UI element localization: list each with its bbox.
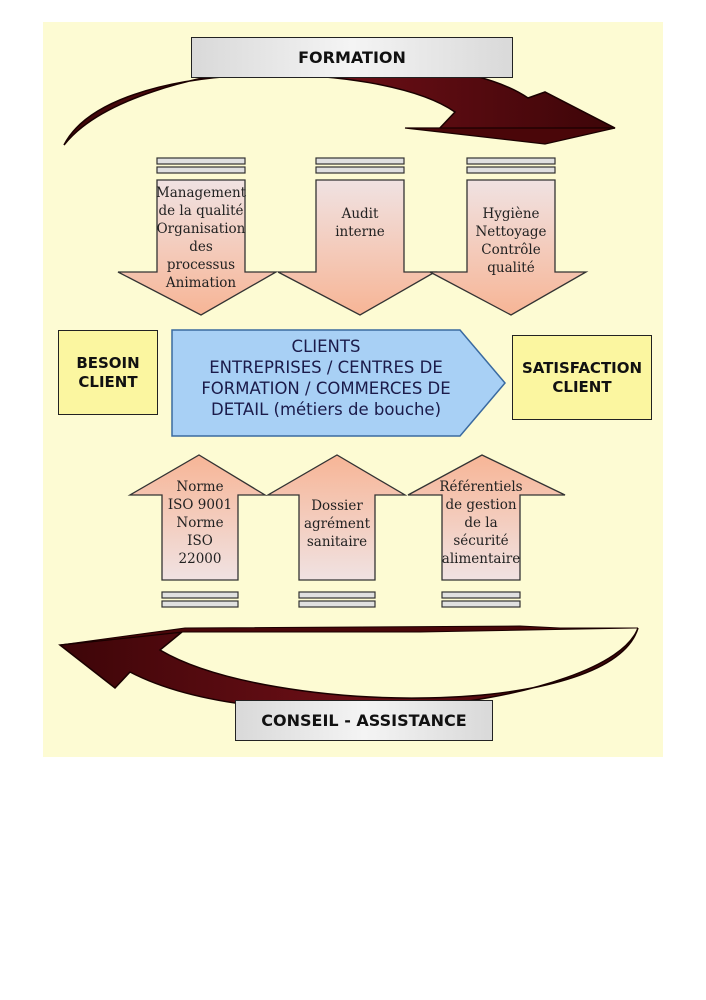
text-line: Management: [155, 185, 247, 201]
up-arrow-stripes: [161, 591, 521, 608]
up-arrow-shape: [127, 454, 268, 581]
top-curved-arrow-lip: [404, 127, 616, 145]
up-arrow-shape: [265, 454, 408, 581]
text-line: Dossier: [311, 498, 363, 514]
text-line: Référentiels: [439, 479, 523, 495]
text-line: de gestion: [445, 497, 517, 513]
text-line: des: [189, 239, 213, 255]
text-line: Norme: [176, 515, 224, 531]
text-line: de la: [464, 515, 498, 531]
text-line: sécurité: [453, 533, 509, 549]
text-line: ISO 9001: [167, 497, 233, 513]
text-line: alimentaire: [441, 551, 521, 567]
down-arrow-2-text: Audit interne: [316, 205, 404, 241]
up-arrow-1-text: Norme ISO 9001 Norme ISO 22000: [160, 478, 240, 568]
text-line: interne: [335, 224, 385, 240]
up-arrow-shape: [407, 454, 566, 581]
formation-label: FORMATION: [191, 37, 513, 78]
up-arrow-3-text: Référentiels de gestion de la sécurité a…: [434, 478, 528, 568]
down-arrow-shape: [277, 179, 438, 316]
bottom-curved-arrow: [58, 627, 639, 712]
down-arrow-shape: [117, 179, 279, 316]
down-arrow-1-text: Management de la qualité Organisation de…: [152, 184, 250, 292]
up-arrow-2-text: Dossier agrément sanitaire: [297, 497, 377, 551]
text-line: qualité: [487, 260, 535, 276]
text-line: 22000: [178, 551, 222, 567]
top-curved-arrow: [63, 61, 616, 146]
center-arrow-shape: [171, 329, 506, 437]
text-line: DETAIL (métiers de bouche): [210, 400, 442, 419]
text-line: Contrôle: [481, 242, 541, 258]
down-arrow-shape: [429, 179, 589, 316]
text-line: Animation: [165, 275, 237, 291]
text-line: Norme: [176, 479, 224, 495]
text-line: Audit: [341, 206, 379, 222]
text-line: FORMATION / COMMERCES DE: [201, 379, 451, 398]
text-line: CLIENTS: [291, 337, 361, 356]
text-line: Nettoyage: [475, 224, 547, 240]
satisfaction-client-box: SATISFACTION CLIENT: [512, 335, 652, 420]
text-line: ISO: [187, 533, 213, 549]
text-line: Organisation: [156, 221, 246, 237]
text-line: ENTREPRISES / CENTRES DE: [209, 358, 443, 377]
conseil-assistance-label: CONSEIL - ASSISTANCE: [235, 700, 493, 741]
bottom-curved-arrow-lip: [59, 625, 639, 646]
text-line: processus: [166, 257, 236, 273]
text-line: de la qualité: [158, 203, 244, 219]
text-line: agrément: [303, 516, 371, 532]
text-line: Hygiène: [482, 206, 540, 222]
besoin-client-box: BESOIN CLIENT: [58, 330, 158, 415]
down-arrow-3-text: Hygiène Nettoyage Contrôle qualité: [462, 205, 560, 277]
down-arrow-stripes: [156, 157, 556, 174]
text-line: sanitaire: [306, 534, 368, 550]
clients-text: CLIENTS ENTREPRISES / CENTRES DE FORMATI…: [176, 336, 476, 420]
